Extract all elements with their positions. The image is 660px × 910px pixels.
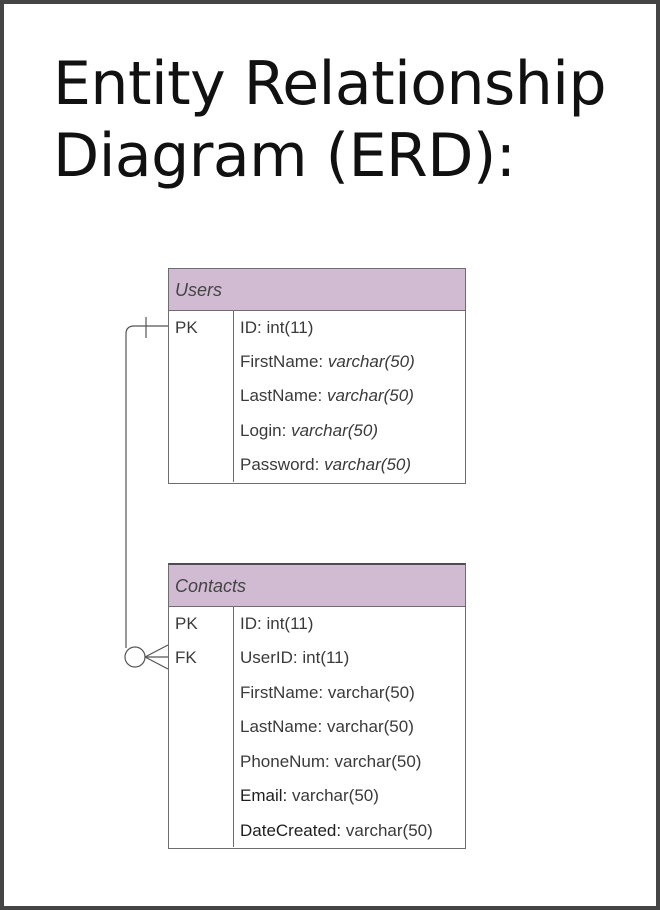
entity-header: Contacts	[169, 565, 465, 607]
title-line-1: Entity Relationship	[53, 49, 607, 119]
field-type: varchar(50)	[324, 455, 412, 474]
key-column	[169, 311, 234, 482]
entity-row: PK ID: int(11)	[169, 311, 465, 345]
field-name: Login:	[240, 421, 287, 440]
entity-row: PhoneNum: varchar(50)	[169, 745, 465, 779]
entity-row: FK UserID: int(11)	[169, 641, 465, 675]
entity-row: LastName: varchar(50)	[169, 710, 465, 744]
field-name: ID:	[240, 614, 262, 633]
entity-row: FirstName: varchar(50)	[169, 345, 465, 379]
field-name: PhoneNum:	[240, 752, 330, 771]
row-field: DateCreated: varchar(50)	[240, 814, 433, 848]
field-type: int(11)	[302, 648, 350, 667]
entity-row: PK ID: int(11)	[169, 607, 465, 641]
field-name: FirstName:	[240, 352, 324, 371]
row-field: ID: int(11)	[240, 607, 313, 641]
entity-row: Login: varchar(50)	[169, 414, 465, 448]
field-type: varchar(50)	[327, 352, 415, 371]
entity-body: PK ID: int(11) FK UserID: int(11) FirstN…	[169, 607, 465, 847]
field-type: varchar(50)	[327, 683, 415, 702]
row-field: FirstName: varchar(50)	[240, 676, 415, 710]
field-type: int(11)	[266, 318, 314, 337]
row-field: Password: varchar(50)	[240, 448, 411, 482]
field-type: varchar(50)	[334, 752, 422, 771]
field-name: LastName:	[240, 717, 323, 736]
row-field: Email: varchar(50)	[240, 779, 379, 813]
field-name: Password:	[240, 455, 320, 474]
row-field: ID: int(11)	[240, 311, 313, 345]
entity-row: Email: varchar(50)	[169, 779, 465, 813]
field-type: varchar(50)	[291, 786, 379, 805]
many-crowfoot-top	[144, 644, 169, 658]
field-name: FirstName:	[240, 683, 324, 702]
field-name: LastName:	[240, 386, 323, 405]
row-field: UserID: int(11)	[240, 641, 349, 675]
entity-row: FirstName: varchar(50)	[169, 676, 465, 710]
row-key: PK	[175, 614, 198, 633]
entity-header: Users	[169, 269, 465, 311]
row-field: Login: varchar(50)	[240, 414, 378, 448]
field-name: ID:	[240, 318, 262, 337]
field-name: Email:	[240, 786, 288, 805]
field-type: varchar(50)	[291, 421, 378, 440]
field-type: varchar(50)	[345, 821, 433, 840]
entity-body: PK ID: int(11) FirstName: varchar(50) La…	[169, 311, 465, 482]
row-key: FK	[175, 648, 197, 667]
row-field: LastName: varchar(50)	[240, 710, 414, 744]
entity-row: Password: varchar(50)	[169, 448, 465, 482]
key-column	[169, 607, 234, 847]
field-type: varchar(50)	[326, 717, 414, 736]
row-field: PhoneNum: varchar(50)	[240, 745, 421, 779]
row-field: LastName: varchar(50)	[240, 379, 414, 413]
field-name: DateCreated:	[240, 821, 342, 840]
entity-row: DateCreated: varchar(50)	[169, 814, 465, 848]
field-type: varchar(50)	[326, 386, 414, 405]
field-type: int(11)	[266, 614, 314, 633]
entity-users: Users PK ID: int(11) FirstName: varchar(…	[168, 268, 466, 484]
entity-contacts: Contacts PK ID: int(11) FK UserID: int(1…	[168, 563, 466, 849]
entity-row: LastName: varchar(50)	[169, 379, 465, 413]
zero-cardinality-circle	[124, 646, 146, 668]
relationship-line	[125, 325, 168, 648]
many-crowfoot-bottom	[144, 656, 169, 670]
page-title: Entity Relationship Diagram (ERD):	[53, 48, 607, 192]
row-field: FirstName: varchar(50)	[240, 345, 415, 379]
field-name: UserID:	[240, 648, 298, 667]
title-line-2: Diagram (ERD):	[53, 121, 516, 191]
row-key: PK	[175, 318, 198, 337]
